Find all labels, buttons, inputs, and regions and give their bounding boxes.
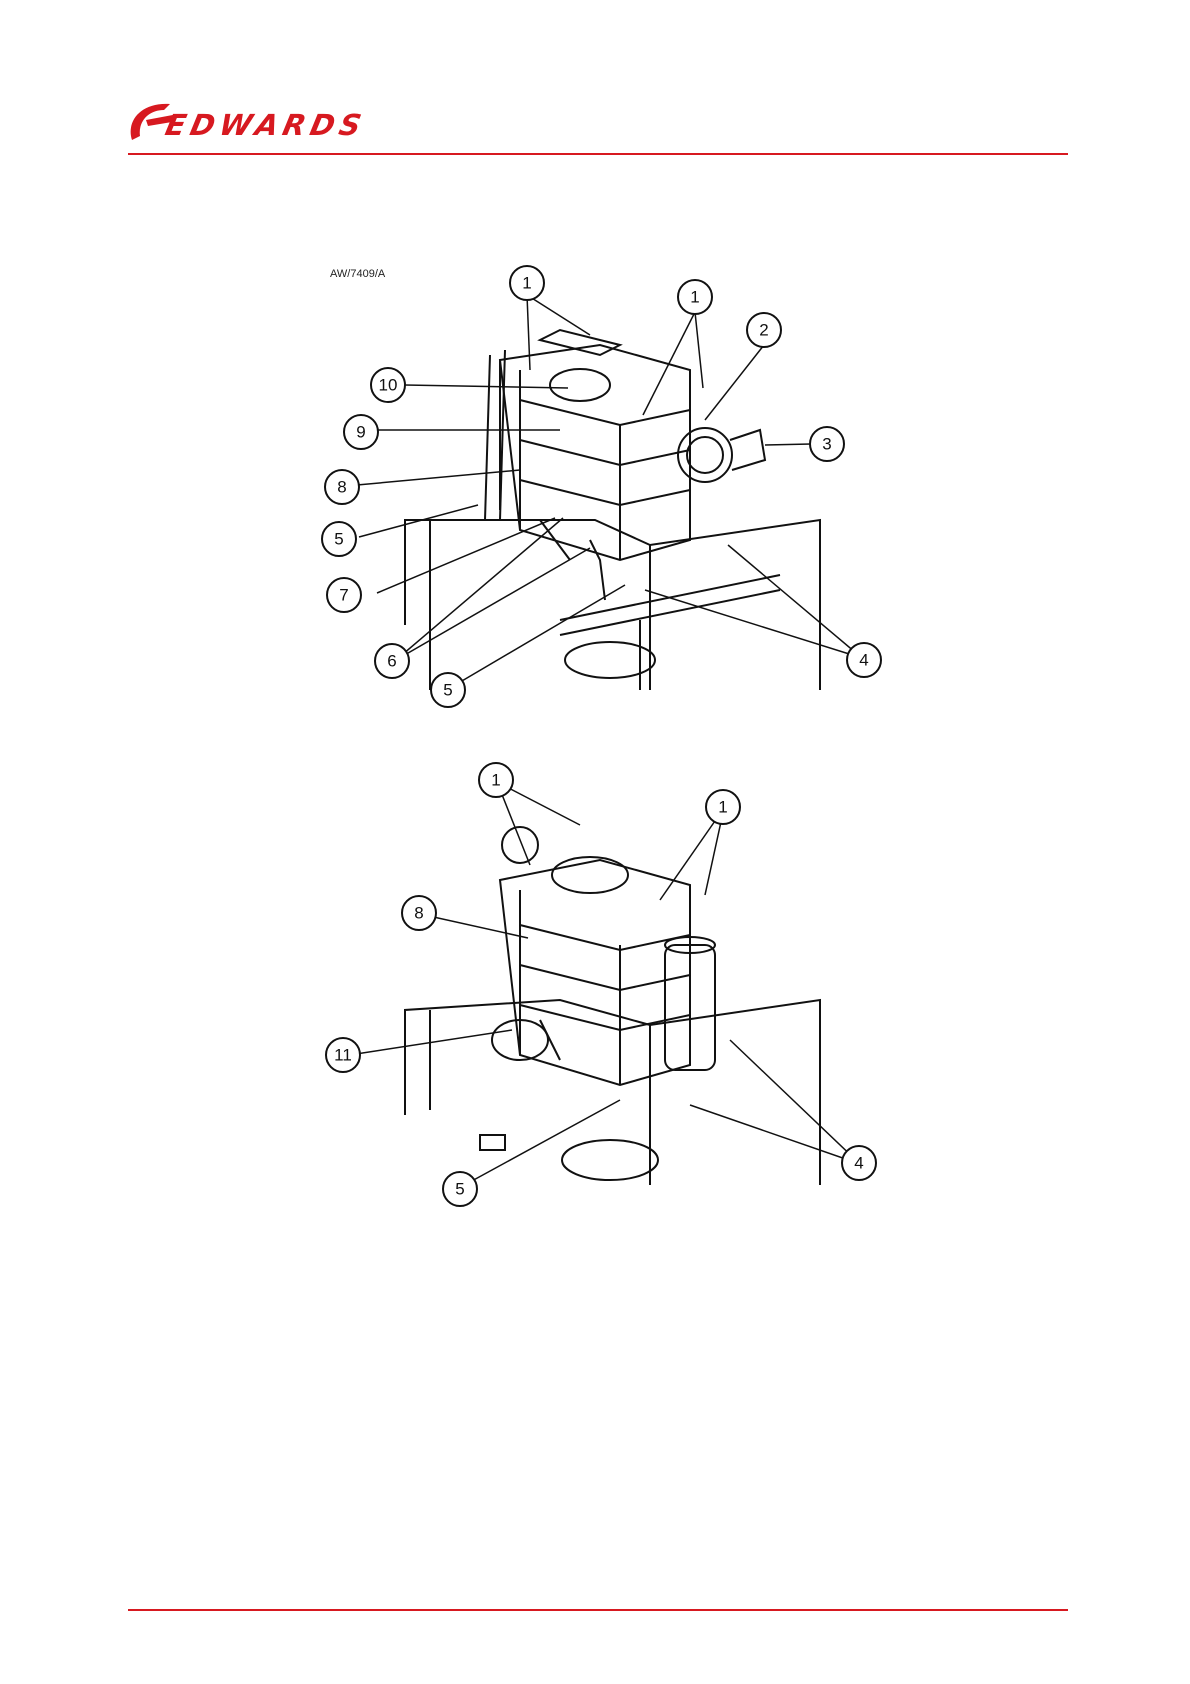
callout-bottom-11: 11 bbox=[326, 1038, 360, 1072]
svg-text:1: 1 bbox=[522, 274, 531, 293]
callout-top-5b: 5 bbox=[431, 673, 465, 707]
bottom-pump-illustration bbox=[405, 827, 820, 1185]
svg-text:6: 6 bbox=[387, 652, 396, 671]
top-pump-illustration bbox=[405, 330, 820, 690]
callout-top-10: 10 bbox=[371, 368, 405, 402]
callout-top-2: 2 bbox=[747, 313, 781, 347]
callout-bottom-1b: 1 bbox=[706, 790, 740, 824]
svg-text:7: 7 bbox=[339, 586, 348, 605]
callout-top-9: 9 bbox=[344, 415, 378, 449]
top-callouts: 1 1 2 3 10 9 8 5 7 6 5 4 bbox=[322, 266, 881, 707]
svg-text:8: 8 bbox=[337, 478, 346, 497]
callout-top-5a: 5 bbox=[322, 522, 356, 556]
callout-top-1b: 1 bbox=[678, 280, 712, 314]
svg-text:1: 1 bbox=[491, 771, 500, 790]
callout-top-8: 8 bbox=[325, 470, 359, 504]
svg-text:5: 5 bbox=[443, 681, 452, 700]
callout-top-3: 3 bbox=[810, 427, 844, 461]
svg-text:9: 9 bbox=[356, 423, 365, 442]
svg-text:1: 1 bbox=[718, 798, 727, 817]
callout-top-7: 7 bbox=[327, 578, 361, 612]
callout-top-4: 4 bbox=[847, 643, 881, 677]
svg-text:5: 5 bbox=[334, 530, 343, 549]
footer-rule bbox=[128, 1609, 1068, 1611]
svg-text:10: 10 bbox=[379, 376, 398, 395]
callout-top-1a: 1 bbox=[510, 266, 544, 300]
svg-text:4: 4 bbox=[859, 651, 868, 670]
callout-bottom-1a: 1 bbox=[479, 763, 513, 797]
callout-bottom-8: 8 bbox=[402, 896, 436, 930]
svg-text:5: 5 bbox=[455, 1180, 464, 1199]
svg-text:2: 2 bbox=[759, 321, 768, 340]
svg-text:8: 8 bbox=[414, 904, 423, 923]
callout-top-6: 6 bbox=[375, 644, 409, 678]
top-leader-lines bbox=[357, 295, 862, 688]
svg-text:4: 4 bbox=[854, 1154, 863, 1173]
callout-bottom-4: 4 bbox=[842, 1146, 876, 1180]
svg-text:3: 3 bbox=[822, 435, 831, 454]
svg-text:11: 11 bbox=[334, 1046, 352, 1065]
svg-text:1: 1 bbox=[690, 288, 699, 307]
callout-bottom-5: 5 bbox=[443, 1172, 477, 1206]
